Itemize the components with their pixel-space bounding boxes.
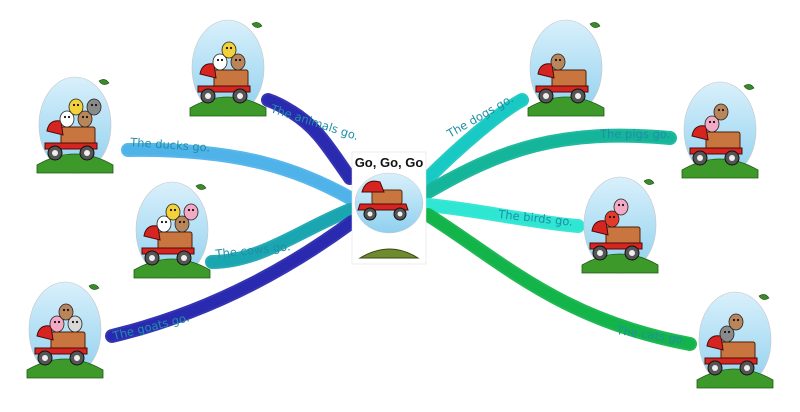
cow-icon — [212, 53, 228, 71]
branch-line — [210, 208, 352, 264]
pig-icon — [704, 115, 720, 133]
wagon-icon — [535, 63, 589, 104]
cow-icon — [156, 215, 172, 233]
leaf-icon — [743, 84, 755, 90]
duck-icon — [165, 203, 181, 221]
leaf-icon — [98, 79, 110, 85]
topic-image-ducks[interactable] — [36, 76, 114, 174]
topic-image-cats[interactable] — [696, 291, 774, 389]
leaf-icon — [195, 184, 207, 190]
pig-icon — [183, 203, 199, 221]
branch-line — [426, 98, 524, 180]
dog-icon — [77, 110, 93, 128]
topic-image-cows[interactable] — [133, 181, 211, 279]
dog-icon — [174, 215, 190, 233]
leaf-icon — [589, 22, 601, 28]
central-title: Go, Go, Go — [355, 155, 424, 170]
central-topic[interactable]: Go, Go, Go — [351, 151, 427, 265]
dog-icon — [230, 53, 246, 71]
branch-label-cats: The cats go. — [615, 323, 688, 347]
topic-image-birds[interactable] — [581, 176, 659, 274]
dog-icon — [713, 103, 729, 121]
bird-icon — [604, 210, 620, 228]
goat-icon — [67, 315, 83, 333]
topic-image-goats[interactable] — [26, 281, 104, 379]
branch-line — [126, 148, 352, 200]
topic-image-pigs[interactable] — [681, 81, 759, 179]
branch-line — [426, 213, 692, 346]
branch-line — [110, 220, 354, 338]
leaf-icon — [251, 22, 263, 28]
wagon-icon — [44, 120, 98, 161]
topic-image-animals[interactable] — [189, 19, 267, 117]
cat-icon — [86, 98, 102, 116]
leaf-icon — [758, 294, 770, 300]
wagon-icon — [689, 125, 743, 166]
branch-birds[interactable]: The birds go. — [421, 198, 585, 233]
branch-cats[interactable]: The cats go. — [421, 208, 697, 351]
dog-icon — [550, 53, 566, 71]
branch-label-goats: The goats go. — [110, 310, 190, 343]
branch-ducks[interactable]: The ducks go. — [121, 135, 357, 205]
branch-goats[interactable]: The goats go. — [105, 215, 359, 343]
branch-pigs[interactable]: The pigs go. — [421, 127, 677, 199]
wagon-icon — [704, 335, 758, 376]
branch-line — [266, 98, 352, 180]
nodes — [26, 19, 774, 389]
wagon-icon — [141, 225, 195, 266]
truck-image — [354, 172, 424, 259]
dog-icon — [728, 313, 744, 331]
branch-label-ducks: The ducks go. — [129, 135, 211, 155]
branch-line — [426, 203, 580, 228]
leaf-icon — [88, 284, 100, 290]
leaf-icon — [643, 179, 655, 185]
pig-icon — [613, 198, 629, 216]
duck-icon — [68, 98, 84, 116]
branch-label-pigs: The pigs go. — [599, 127, 670, 141]
branch-line — [426, 134, 672, 194]
pig-icon — [49, 315, 65, 333]
dog-icon — [58, 303, 74, 321]
cat-icon — [719, 325, 735, 343]
duck-icon — [221, 41, 237, 59]
topic-image-dogs[interactable] — [527, 19, 605, 117]
wagon-icon — [197, 63, 251, 104]
cow-icon — [59, 110, 75, 128]
